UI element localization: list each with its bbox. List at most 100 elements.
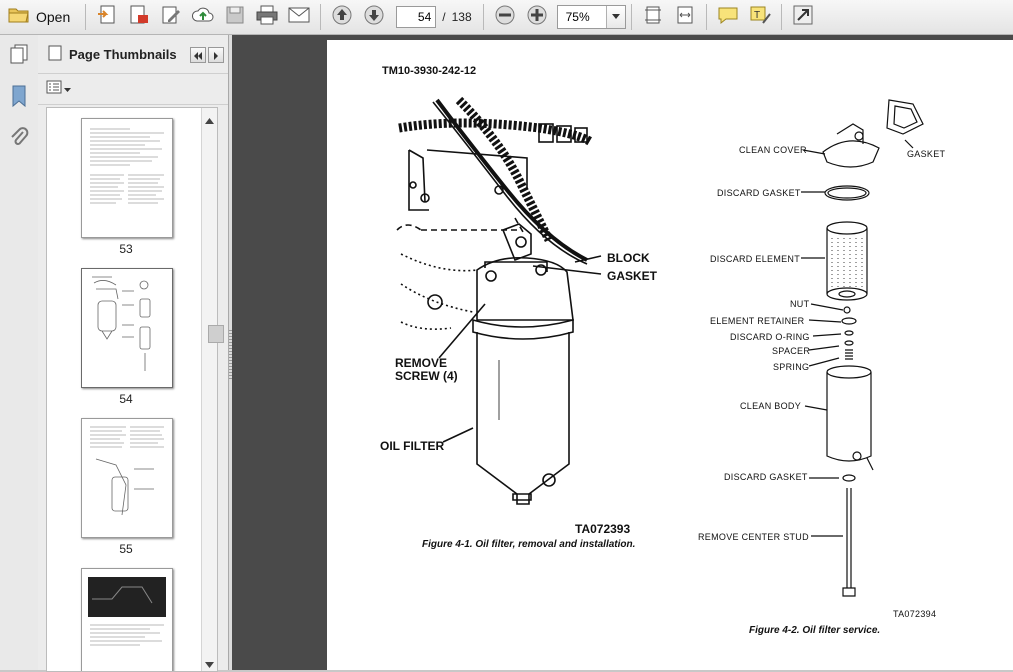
save-button[interactable] [221,3,249,31]
fig2-label-clean-cover: CLEAN COVER [739,145,807,155]
open-button[interactable]: Open [2,3,78,31]
page-scroll-thumb[interactable] [208,325,224,343]
email-button[interactable] [285,3,313,31]
envelope-icon [288,7,310,28]
fit-width-button[interactable] [671,3,699,31]
scroll-down-arrow[interactable] [205,655,214,671]
speech-bubble-icon [717,5,739,30]
chevron-right-icon [213,48,219,63]
total-pages: 138 [451,10,472,24]
fig2-label-remove-center-stud: REMOVE CENTER STUD [698,532,809,542]
pdf-page: TM10-3930-242-12 [327,40,1013,670]
export-pdf-button[interactable] [125,3,153,31]
upload-button[interactable] [189,3,217,31]
list-options-icon [46,80,62,99]
page-separator: / [442,10,446,24]
attachments-toggle[interactable] [6,126,32,155]
open-label: Open [36,9,71,25]
comment-button[interactable] [714,3,742,31]
fig1-label-gasket: GASKET [607,269,658,283]
bookmark-icon [10,84,28,113]
figure-4-1-illustration [396,96,602,505]
toolbar-separator [320,4,322,30]
toolbar-separator [705,4,707,30]
fig2-label-spring: SPRING [773,362,810,372]
toolbar-separator [482,4,484,30]
fig1-label-block: BLOCK [607,251,650,265]
collapse-panel-button[interactable] [190,47,206,63]
thumbnail-options-button[interactable] [46,80,71,99]
highlight-text-button[interactable]: T [746,3,774,31]
paperclip-icon [9,126,29,155]
expand-panel-button[interactable] [208,47,224,63]
expand-arrows-icon [792,4,814,31]
panel-header: Page Thumbnails [38,35,228,73]
fig1-caption: Figure 4-1. Oil filter, removal and inst… [422,539,636,550]
fit-page-button[interactable] [639,3,667,31]
zoom-in-button[interactable] [523,3,551,31]
save-disk-icon [225,5,245,30]
navigation-rail [0,35,39,670]
fit-page-icon [642,4,664,31]
minus-circle-icon [494,4,516,31]
fig2-label-element-retainer: ELEMENT RETAINER [710,316,805,326]
pdf-export-icon [128,4,150,31]
fig2-label-discard-element: DISCARD ELEMENT [710,254,801,264]
folder-icon [8,6,30,29]
thumbnail-page-54[interactable] [81,268,173,388]
fig1-code: TA072393 [575,522,631,536]
page-number-input[interactable] [396,6,437,28]
previous-page-button[interactable] [328,3,356,31]
pages-icon [9,43,29,70]
thumbnail-preview [90,128,164,204]
scroll-up-arrow[interactable] [205,111,214,129]
thumbnail-preview [88,577,166,646]
fig1-label-oil-filter: OIL FILTER [380,439,445,453]
toolbar-separator [85,4,87,30]
bookmarks-toggle[interactable] [6,85,32,111]
fig2-label-discard-gasket-top: DISCARD GASKET [717,188,801,198]
thumbnail-scrollbar[interactable] [201,108,217,671]
thumbnail-page-number: 53 [119,242,133,256]
fig2-caption: Figure 4-2. Oil filter service. [749,625,881,636]
expand-button[interactable] [789,3,817,31]
zoom-out-button[interactable] [491,3,519,31]
fig2-label-gasket: GASKET [907,149,946,159]
thumbnail-preview [90,426,164,516]
thumbnail-list[interactable]: 53 54 [46,107,218,672]
panel-splitter[interactable] [229,35,232,670]
thumbnail-page-number: 55 [119,542,133,556]
edit-pdf-button[interactable] [157,3,185,31]
thumbnail-page-56[interactable] [81,568,173,671]
chevron-down-icon[interactable] [605,6,625,28]
page-thumbnails-toggle[interactable] [6,43,32,69]
fig2-label-clean-body: CLEAN BODY [740,401,802,411]
arrow-down-circle-icon [363,4,385,31]
thumbnail-page-number: 54 [119,392,133,406]
fig2-label-discard-gasket-bottom: DISCARD GASKET [724,472,808,482]
create-pdf-button[interactable] [93,3,121,31]
pencil-document-icon [160,4,182,31]
fig1-label-remove: REMOVE [395,356,448,370]
panel-title: Page Thumbnails [69,46,177,62]
fig1-label-screw: SCREW (4) [395,369,458,383]
zoom-select[interactable]: 75% [556,5,626,29]
fig2-label-discard-oring: DISCARD O-RING [730,332,810,342]
arrow-up-circle-icon [331,4,353,31]
fig2-label-spacer: SPACER [772,346,811,356]
document-convert-icon [96,4,118,31]
toolbar-separator [780,4,782,30]
plus-circle-icon [526,4,548,31]
toolbar-separator [630,4,632,30]
cloud-upload-icon [191,4,215,31]
figure-4-2-illustration [801,99,924,597]
panel-toolbar [38,73,228,105]
chevron-down-icon [64,80,71,98]
thumbnails-panel: Page Thumbnails 53 [38,35,229,672]
print-button[interactable] [253,3,281,31]
thumbnail-preview [92,276,151,371]
toolbar: Open / 138 75% [0,0,1013,35]
thumbnail-page-53[interactable] [81,118,173,238]
thumbnail-page-55[interactable] [81,418,173,538]
next-page-button[interactable] [360,3,388,31]
